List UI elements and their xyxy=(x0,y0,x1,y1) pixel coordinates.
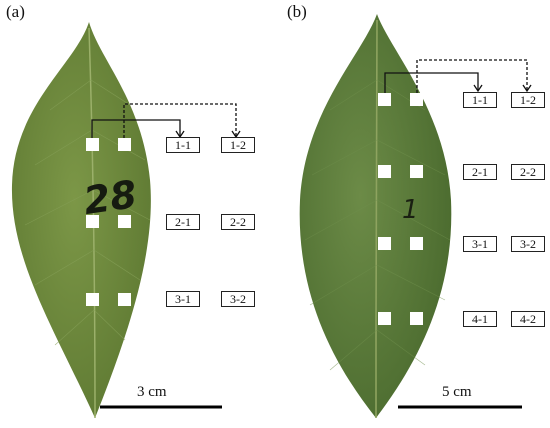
panel-label-b: (b) xyxy=(287,2,307,21)
arrow-1-1-solid xyxy=(384,72,479,93)
region-label-1-2: 1-2 xyxy=(221,137,255,153)
leaf-a-midrib xyxy=(88,27,96,419)
sample-square xyxy=(86,215,99,228)
leaf-b: 1 xyxy=(299,14,532,419)
region-label-3-1: 3-1 xyxy=(463,236,497,252)
leaf-b-midrib xyxy=(375,19,378,419)
panel-label-a: (a) xyxy=(6,2,25,21)
region-label-2-2: 2-2 xyxy=(221,214,255,230)
sample-square xyxy=(378,165,391,178)
region-label-2-1: 2-1 xyxy=(463,164,497,180)
sample-square xyxy=(86,138,99,151)
sample-square xyxy=(378,312,391,325)
arrow-1-1-solid xyxy=(91,119,181,138)
region-label-4-2: 4-2 xyxy=(511,311,545,327)
sample-square xyxy=(378,93,391,106)
arrowhead xyxy=(473,84,483,93)
region-label-3-2: 3-2 xyxy=(221,291,255,307)
sample-square xyxy=(410,312,423,325)
region-label-2-1: 2-1 xyxy=(166,214,200,230)
arrow-1-2-dashed xyxy=(416,59,528,93)
leaf-a: 28 xyxy=(11,22,241,419)
leaf-a-blade xyxy=(11,22,151,418)
sample-square xyxy=(118,215,131,228)
leaf-a-veins xyxy=(24,79,151,346)
sample-square xyxy=(118,293,131,306)
region-label-3-2: 3-2 xyxy=(511,236,545,252)
arrow-1-2-dashed xyxy=(123,103,237,138)
region-label-1-1: 1-1 xyxy=(166,137,200,153)
sample-square xyxy=(410,93,423,106)
region-label-1-2: 1-2 xyxy=(511,92,545,108)
sample-square xyxy=(410,165,423,178)
region-label-1-1: 1-1 xyxy=(463,92,497,108)
sample-square xyxy=(86,293,99,306)
scale-label-a: 3 cm xyxy=(137,384,167,400)
sample-square xyxy=(118,138,131,151)
arrowhead xyxy=(522,84,532,93)
handwriting-a: 28 xyxy=(81,172,139,223)
sample-square xyxy=(378,237,391,250)
sample-square xyxy=(410,237,423,250)
region-label-3-1: 3-1 xyxy=(166,291,200,307)
scale-label-b: 5 cm xyxy=(442,384,472,400)
region-label-2-2: 2-2 xyxy=(511,164,545,180)
region-label-4-1: 4-1 xyxy=(463,311,497,327)
handwriting-b: 1 xyxy=(402,195,419,225)
